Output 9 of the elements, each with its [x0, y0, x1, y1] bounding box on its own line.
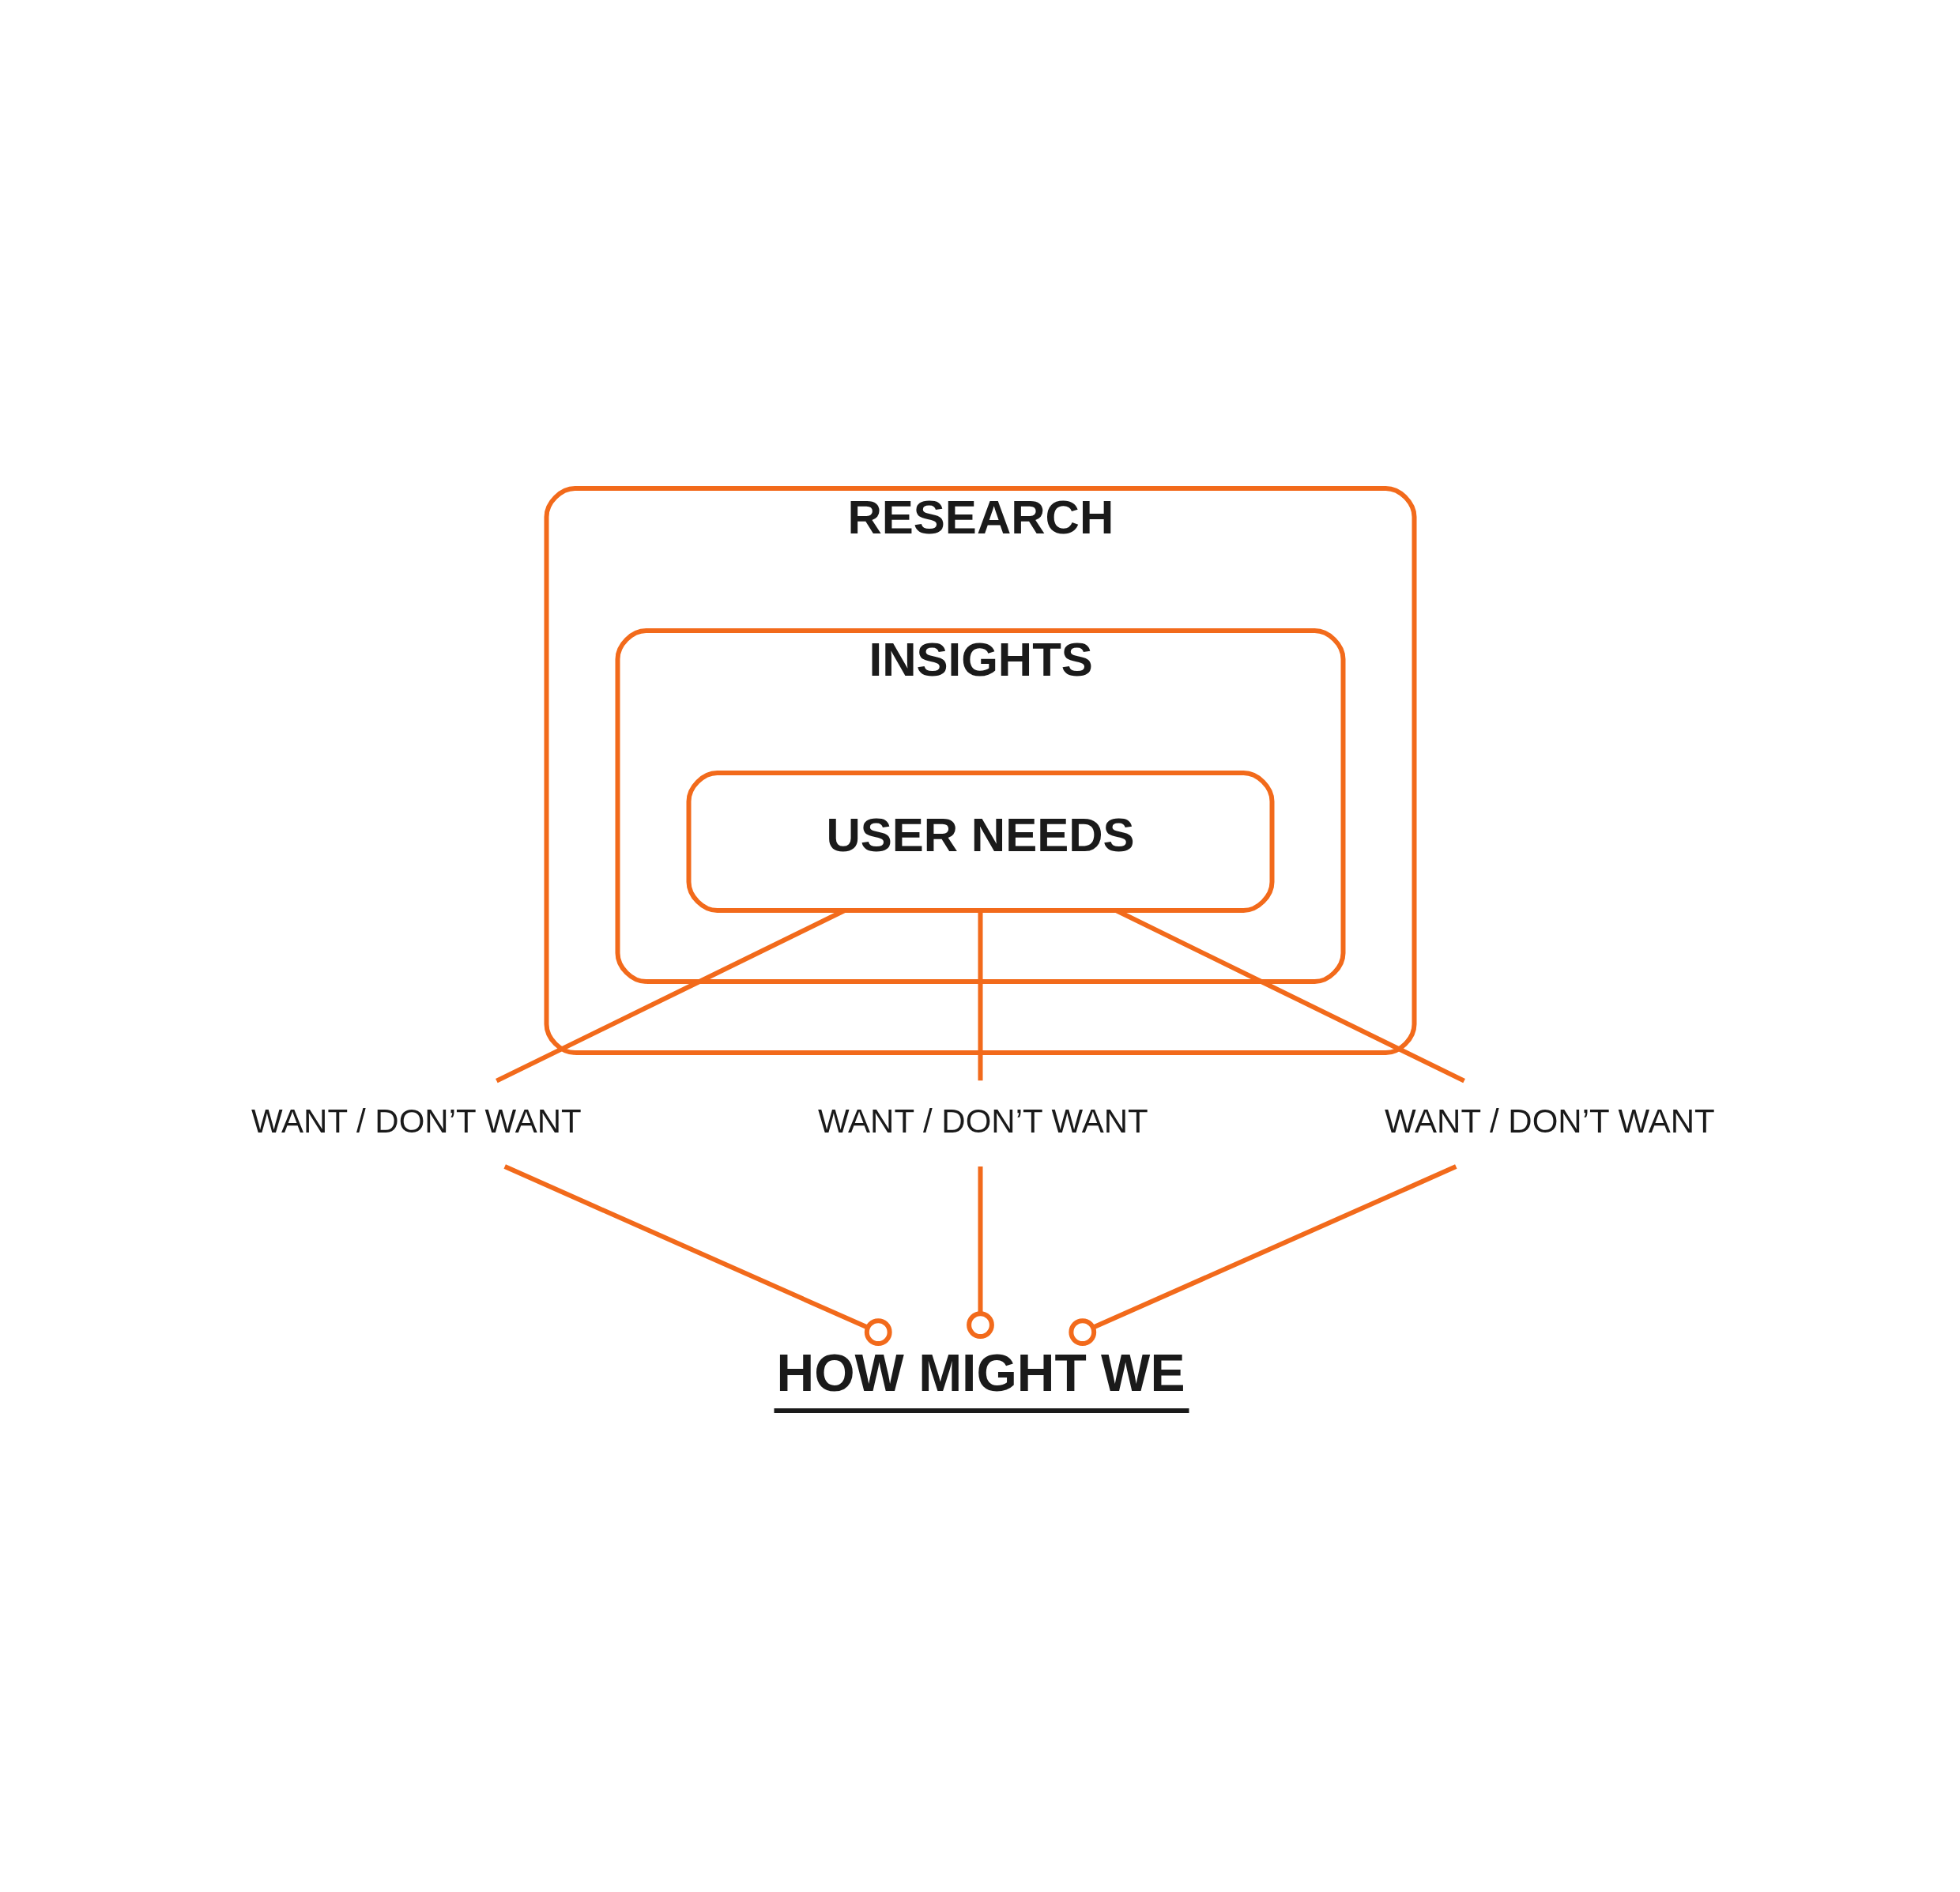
connector [503, 1164, 892, 1347]
connector [1068, 1164, 1457, 1347]
node-text: WANT / DON’T WANT [251, 1102, 582, 1140]
node-box: USER NEEDS [686, 771, 1274, 913]
node-text: WANT / DON’T WANT [1384, 1102, 1715, 1140]
node-text: WANT / DON’T WANT [817, 1102, 1148, 1140]
node-text: HOW MIGHT WE [776, 1343, 1185, 1402]
connector [978, 910, 982, 1081]
connector [966, 1166, 994, 1339]
